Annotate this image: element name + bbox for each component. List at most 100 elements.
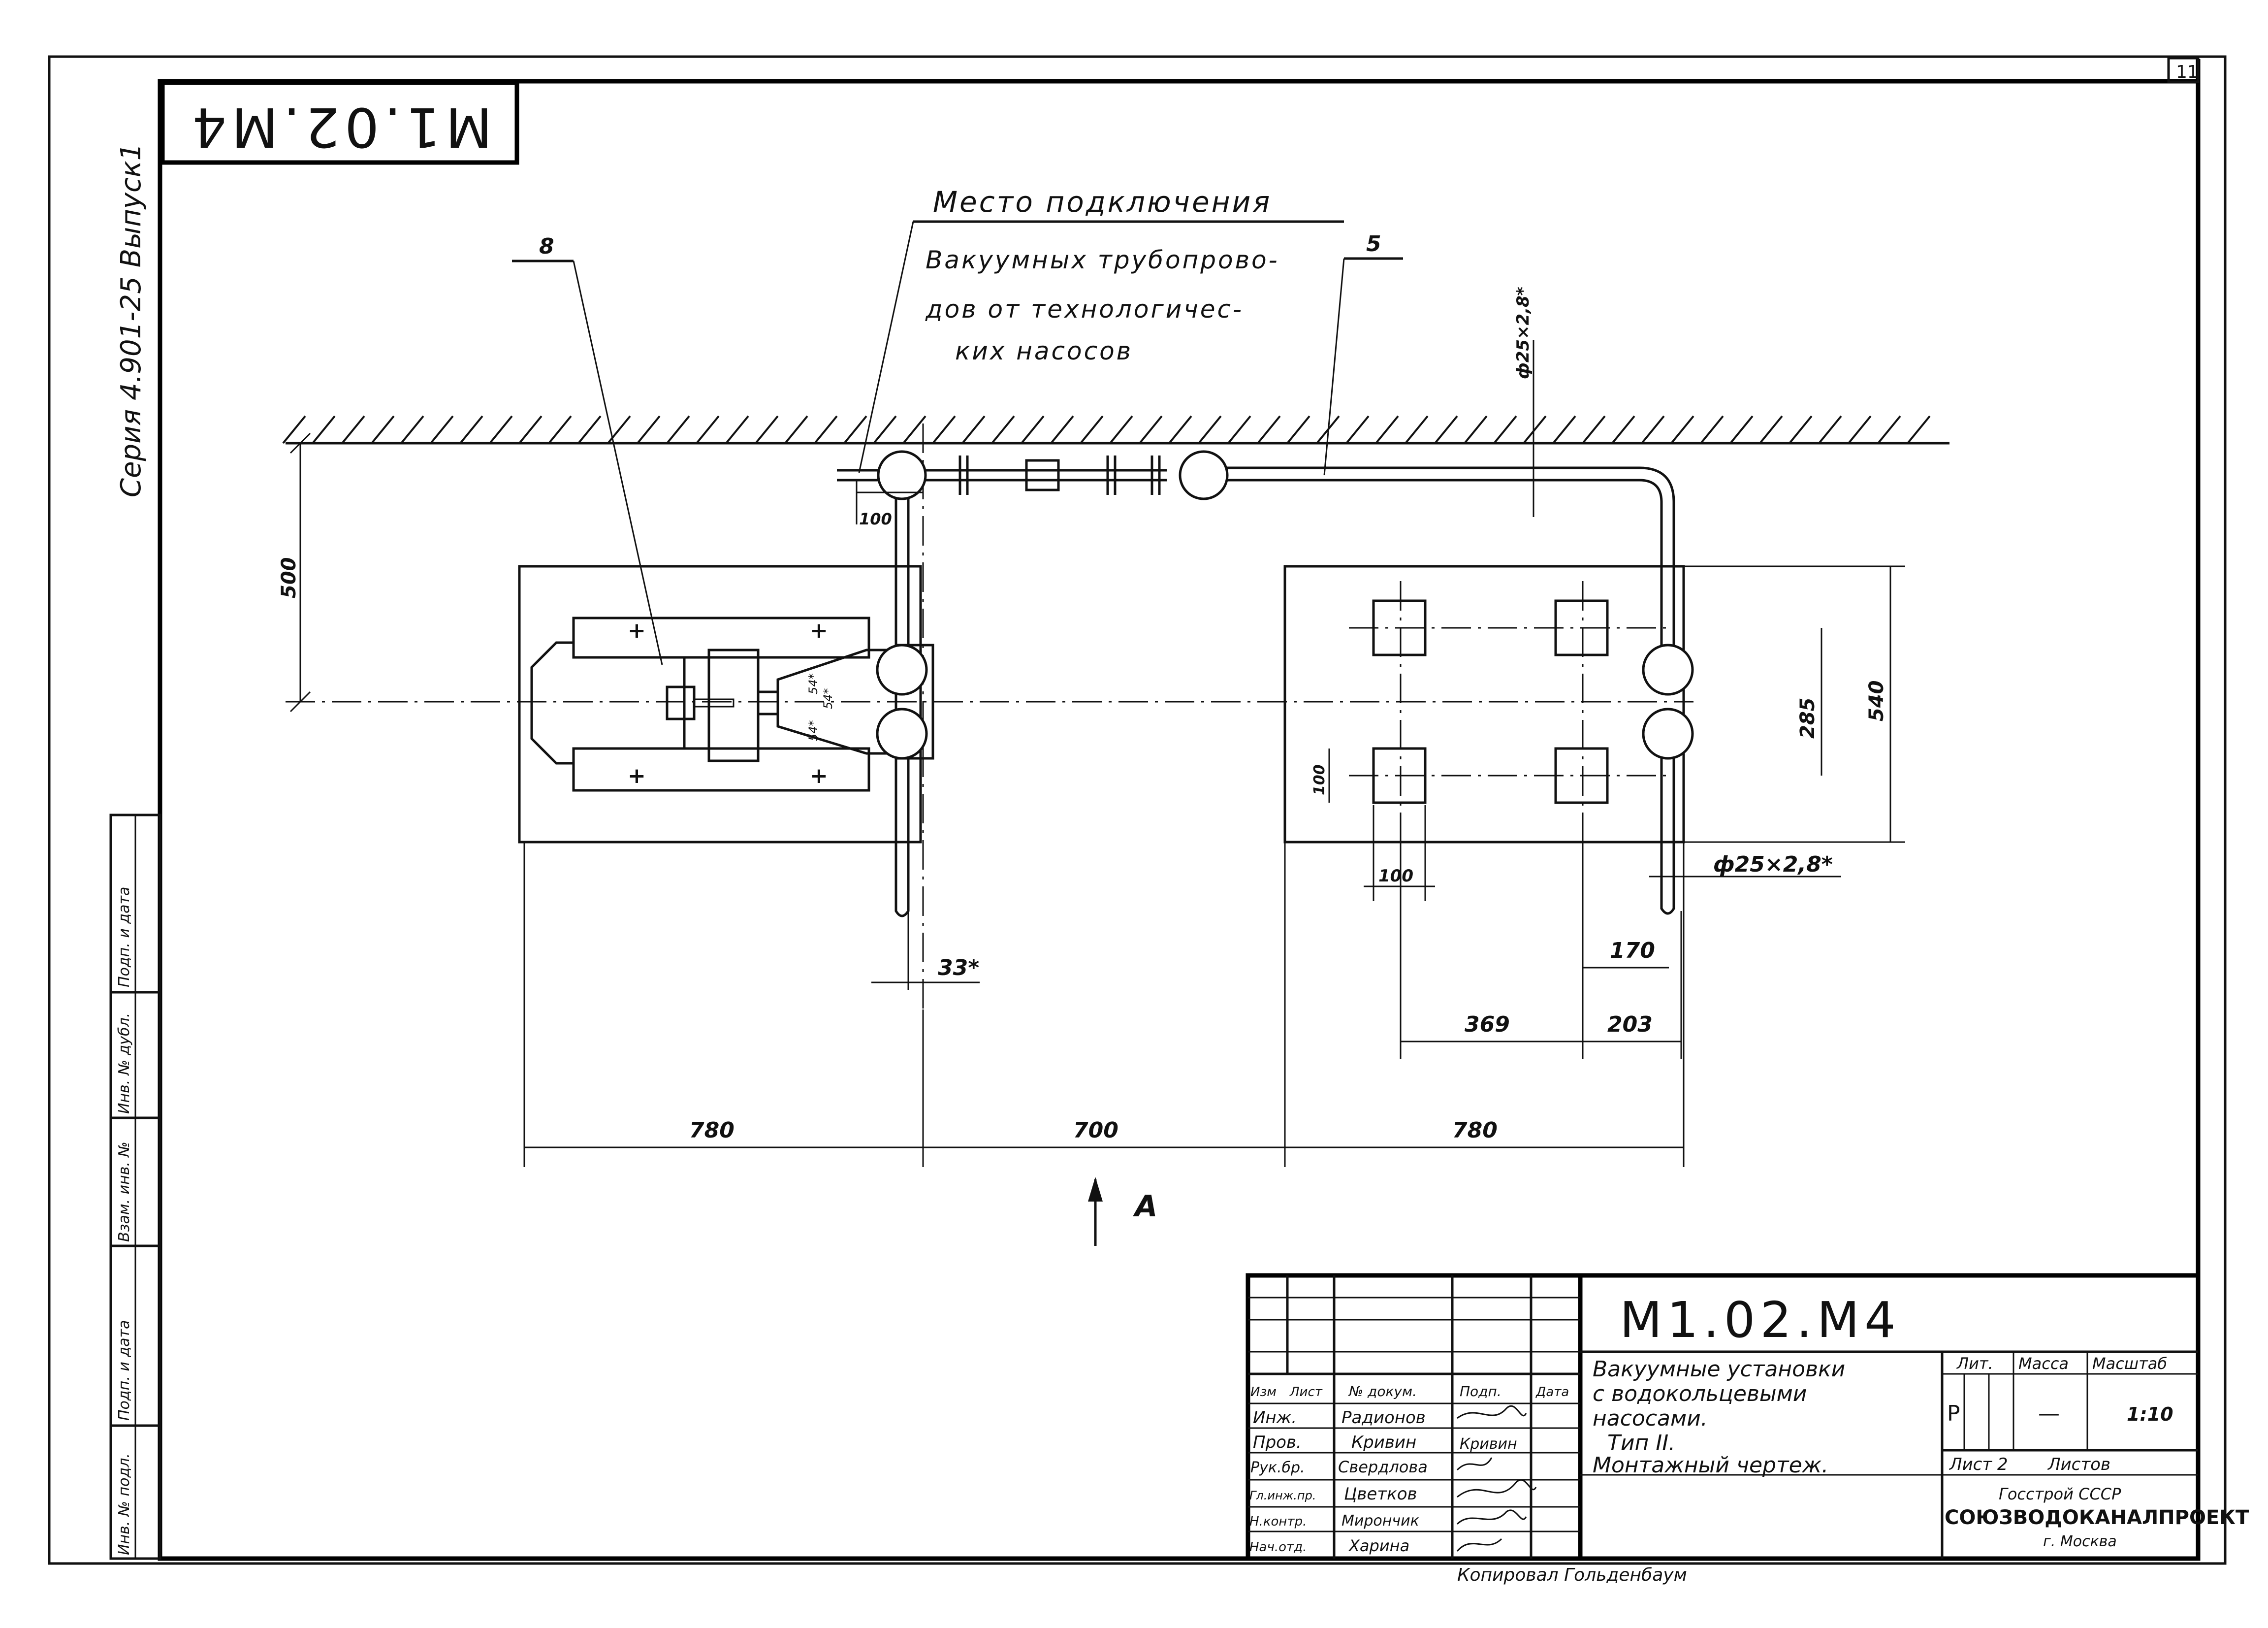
copied-by: Копировал Гольденбаум — [1457, 1565, 1687, 1585]
dim-bottom-chain: 780 700 780 — [523, 842, 1685, 1167]
scale-value: 1:10 — [2127, 1403, 2173, 1425]
wall-hatch-line — [1582, 415, 1606, 444]
dim-100-left: 100 — [1311, 749, 1330, 803]
wall-hatch-line — [1139, 415, 1163, 444]
lit-header: Лит. — [1956, 1354, 1993, 1373]
wall-hatch-line — [459, 415, 483, 444]
signature-krivin: Кривин — [1460, 1435, 1517, 1453]
dim-540-label: 540 — [1865, 681, 1888, 722]
wall-hatch-line — [1464, 415, 1488, 444]
col-doc: № докум. — [1348, 1383, 1417, 1400]
role-2: Пров. — [1253, 1433, 1302, 1452]
left-foundation — [518, 565, 922, 844]
dim-285-label: 285 — [1796, 698, 1819, 739]
dim-pipe-top: ф25×2,8* — [1513, 287, 1534, 517]
wall-hatch-line — [696, 415, 720, 444]
wall-hatch-line — [312, 415, 336, 444]
name-4: Цветков — [1344, 1484, 1417, 1504]
wall-hatch-line — [341, 415, 365, 444]
svg-text:+: + — [810, 618, 828, 643]
wall-hatch-line — [282, 415, 306, 444]
connection-line-1: Вакуумных трубопрово- — [926, 246, 1279, 274]
connection-line-2: дов от технологичес- — [925, 295, 1244, 324]
dim-500-label: 500 — [278, 557, 300, 599]
dim-170-label: 170 — [1610, 938, 1655, 963]
series-label: Серия 4.901-25 Выпуск1 — [115, 143, 147, 497]
dim-700-label: 700 — [1073, 1118, 1118, 1143]
wall-hatch-line — [1700, 415, 1724, 444]
dim-369-label: 369 — [1465, 1012, 1510, 1037]
callout-8-label: 8 — [539, 234, 554, 259]
wall-hatch-line — [1611, 415, 1635, 444]
dim-pipe-top-label: ф25×2,8* — [1513, 287, 1533, 379]
sheet-corner-box — [2167, 57, 2200, 83]
wall-hatch-line — [1405, 415, 1429, 444]
outer-frame — [48, 55, 2227, 1565]
org-line-2: СОЮЗВОДОКАНАЛПРОЕКТ — [1945, 1506, 2249, 1529]
wall-hatch-line — [430, 415, 454, 444]
wall-hatch-line — [548, 415, 572, 444]
dim-369-203: 369 203 — [1400, 837, 1682, 1059]
dim-100-top: 100 — [856, 480, 923, 528]
wall-hatch-line — [725, 415, 749, 444]
dim-33: 33* — [871, 911, 980, 990]
wall-hatch-line — [1641, 415, 1665, 444]
sheet-number: Лист 2 — [1949, 1455, 2008, 1474]
name-6: Харина — [1348, 1536, 1409, 1555]
dim-100-bottom-label: 100 — [1378, 866, 1413, 886]
wall-hatch-line — [755, 415, 779, 444]
wall-hatch-line — [843, 415, 867, 444]
wall-hatch-line — [784, 415, 808, 444]
dim-285: 285 — [1796, 628, 1822, 776]
wall-hatch-line — [932, 415, 956, 444]
dim-54-a: 54* — [806, 673, 820, 694]
dim-500: 500 — [278, 432, 311, 713]
wall-hatch-line — [814, 415, 838, 444]
title-line-5: Монтажный чертеж. — [1593, 1453, 1828, 1478]
wall-hatch-line — [489, 415, 513, 444]
wall-hatch-line — [371, 415, 395, 444]
wall-hatch-line — [1227, 415, 1251, 444]
side-stamp: Подп. и дата Инв. № дубл. Взам. инв. № П… — [109, 814, 161, 1560]
side-stamp-label-4: Подп. и дата — [116, 1320, 133, 1421]
anchor-hole-3 — [1372, 747, 1427, 804]
signatures: Кривин — [1456, 1405, 1537, 1552]
dim-54-c: 54* — [806, 720, 820, 741]
right-foundation — [1283, 565, 1685, 844]
svg-text:+: + — [810, 763, 828, 788]
role-1: Инж. — [1253, 1408, 1297, 1428]
svg-text:+: + — [628, 763, 646, 788]
org-line-3: г. Москва — [2043, 1533, 2117, 1550]
anchor-hole-4 — [1554, 747, 1609, 804]
svg-text:+: + — [628, 618, 646, 643]
dim-100-left-label: 100 — [1311, 764, 1328, 795]
wall-hatch-line — [1493, 415, 1517, 444]
role-4: Гл.инж.пр. — [1249, 1489, 1316, 1502]
dim-100-bottom: 100 — [1364, 805, 1435, 901]
dim-54-b: 54* — [821, 688, 835, 709]
col-list: Лист — [1289, 1385, 1323, 1400]
vacuum-pipeline — [837, 450, 1694, 917]
side-stamp-label-5: Инв. № подл. — [116, 1453, 133, 1555]
lit-value: Р — [1947, 1401, 1960, 1426]
wall-hatch-line — [961, 415, 986, 444]
side-stamp-label-1: Подп. и дата — [116, 887, 133, 987]
name-1: Радионов — [1342, 1408, 1426, 1428]
view-a-label: А — [1133, 1189, 1157, 1224]
dim-170: 170 — [1583, 938, 1669, 969]
wall-hatch-line — [1729, 415, 1754, 444]
title-code: М1.02.М4 — [1620, 1291, 1901, 1349]
wall-hatch-line — [577, 415, 602, 444]
scale-header: Масштаб — [2092, 1354, 2167, 1373]
wall-hatch-line — [1375, 415, 1399, 444]
anchor-hole-2 — [1554, 599, 1609, 656]
left-pump-unit: + + + + — [530, 617, 934, 792]
org-line-1: Госстрой СССР — [1999, 1485, 2121, 1503]
name-5: Мирончик — [1342, 1512, 1419, 1530]
side-stamp-label-3: Взам. инв. № — [116, 1141, 133, 1242]
role-6: Нач.отд. — [1249, 1540, 1307, 1555]
wall-hatch-line — [400, 415, 424, 444]
role-3: Рук.бр. — [1250, 1459, 1305, 1476]
col-sign: Подп. — [1460, 1383, 1501, 1400]
title-line-4: Тип II. — [1607, 1431, 1675, 1456]
